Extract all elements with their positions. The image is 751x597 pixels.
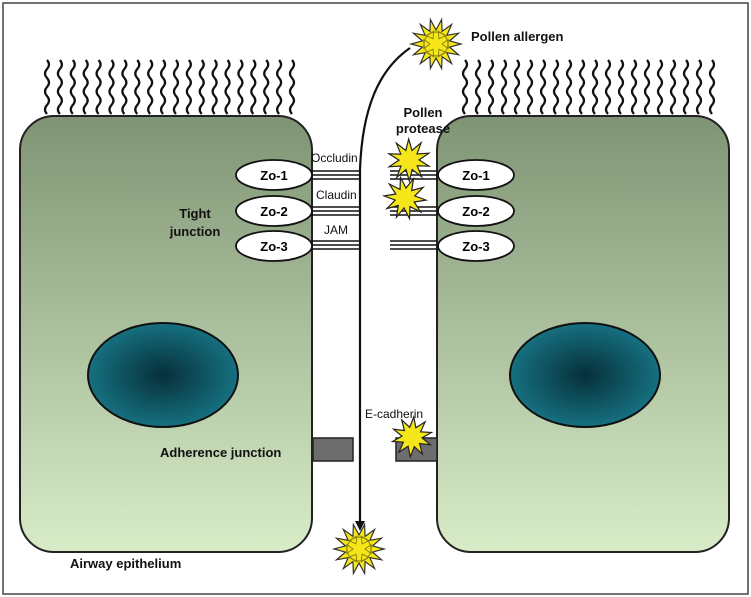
cilium [487,59,495,115]
cilium [224,59,231,115]
cilium [134,59,141,115]
pollen-pattern [437,30,447,40]
cilium [172,59,180,115]
cilium [682,59,690,115]
zo2-right-oval [437,195,515,227]
cilium [578,59,586,115]
cilium [237,59,244,115]
zo-proteins-left: Zo-1 Zo-2 Zo-3 [235,159,313,262]
right-nucleus [509,322,661,428]
pollen-protease-label-line1: Pollen [403,105,442,120]
pollen-pattern [425,30,435,40]
protease-burst-claudin [381,175,429,221]
claudin-label: Claudin [316,188,357,202]
tight-junction-label-line2: junction [169,224,221,239]
pollen-pattern [364,543,372,555]
pollen-allergen-icon-top [408,17,464,71]
pollen-allergen-label: Pollen allergen [471,29,564,44]
pollen-spikes [331,522,387,576]
e-cadherin-label: E-cadherin [365,407,423,421]
cilium [185,59,192,115]
zo-proteins-right: Zo-1 Zo-2 Zo-3 [437,159,515,262]
cilium [708,59,716,115]
cilium [461,59,469,115]
cilia-left [43,59,296,115]
cilium [617,59,625,115]
zo1-left-label: Zo-1 [260,168,287,183]
cilium [276,59,283,115]
cilium [211,59,218,115]
pollen-allergen-icon-bottom [331,522,387,576]
adherence-junction-block-left [312,437,354,462]
cilium [643,59,651,115]
jam-label: JAM [324,223,348,237]
zo2-left-oval [235,195,313,227]
protease-burst-occludin [386,136,432,184]
tight-junction-strands-left [312,170,360,250]
cilium [552,59,560,115]
pollen-pattern [346,543,354,555]
cilium [263,59,270,115]
airway-epithelium-label: Airway epithelium [70,556,181,571]
cilia-right [461,59,716,115]
pollen-pattern [360,535,370,545]
cilium [656,59,664,115]
cilium [108,59,115,115]
pollen-protease-label-line2: protease [396,121,450,136]
cilium [82,59,89,115]
cilium [95,59,102,115]
cilium [669,59,677,115]
zo1-right-label: Zo-1 [462,168,489,183]
zo3-left-oval [235,230,313,262]
cilium [121,59,128,115]
cilium [604,59,612,115]
pollen-pattern [348,553,358,563]
cilium [591,59,599,115]
zo3-left-label: Zo-3 [260,239,287,254]
pollen-pattern [437,48,447,58]
occludin-label: Occludin [311,151,358,165]
cilium [56,59,63,115]
cilium [630,59,638,115]
pollen-pattern [423,38,431,50]
zo2-left-label: Zo-2 [260,204,287,219]
cilium [565,59,573,115]
allergen-path-arrow [355,47,411,531]
left-nucleus [87,322,239,428]
cilium [288,59,296,115]
zo2-right-label: Zo-2 [462,204,489,219]
protease-burst-e-cadherin [390,414,434,460]
cilium [539,59,547,115]
pollen-spikes [408,17,464,71]
pollen-pattern [441,38,449,50]
cilium [69,59,76,115]
cilium [513,59,521,115]
cilium [526,59,534,115]
zo3-right-oval [437,230,515,262]
adherence-junction-label: Adherence junction [160,445,281,460]
zo1-right-oval [437,159,515,191]
cilium [198,59,205,115]
cilium [43,59,51,115]
cilium [159,59,167,115]
pollen-pattern [425,48,435,58]
pollen-pattern [360,553,370,563]
cilium [500,59,508,115]
tight-junction-label-line1: Tight [179,206,211,221]
zo3-right-label: Zo-3 [462,239,489,254]
pollen-pattern [348,535,358,545]
cilium [147,59,154,115]
cilium [474,59,482,115]
cilium [250,59,257,115]
cilium [695,59,703,115]
zo1-left-oval [235,159,313,191]
